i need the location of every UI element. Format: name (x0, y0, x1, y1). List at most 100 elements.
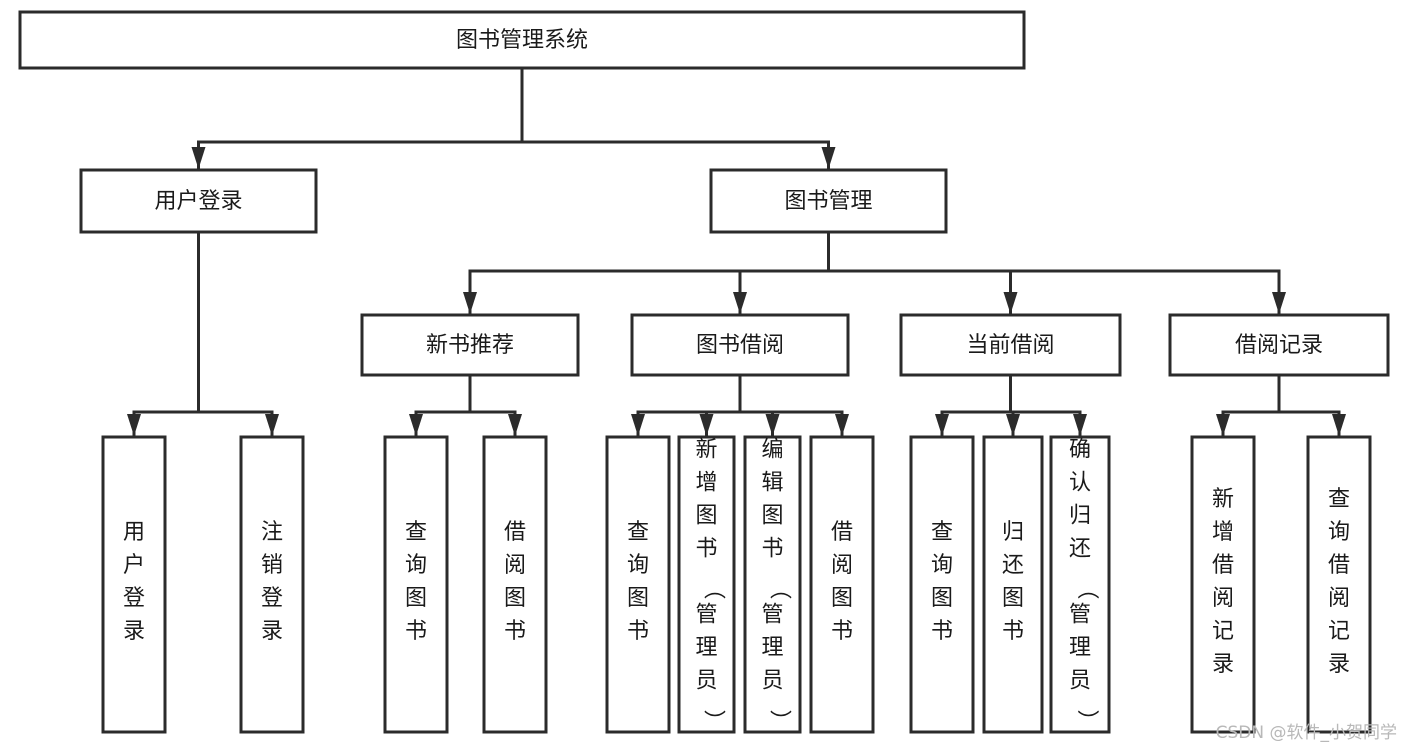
node-box-leaf[interactable] (482, 435, 548, 734)
node-box-level2[interactable] (79, 168, 318, 234)
node-label: 图书管理系统 (456, 28, 588, 53)
svg-text:理: 理 (1069, 636, 1091, 661)
svg-text:借: 借 (1212, 553, 1234, 578)
node-box-leaf[interactable] (809, 435, 875, 734)
node-new-book-rec[interactable]: 新书推荐 (360, 313, 580, 377)
svg-text:增: 增 (1212, 520, 1234, 545)
node-book-borrow[interactable]: 图书借阅 (630, 313, 850, 377)
node-box-leaf[interactable] (383, 435, 449, 734)
svg-text:）: ） (767, 709, 792, 731)
node-box-level2[interactable] (709, 168, 948, 234)
node-图书管理系统[interactable]: 图书管理系统 (18, 10, 1026, 70)
node-box-leaf[interactable] (743, 435, 802, 734)
arrow-head-icon (631, 414, 645, 436)
node-box-leaf[interactable] (982, 435, 1044, 734)
arrow-head-icon (463, 292, 477, 314)
svg-text:书: 书 (405, 619, 427, 644)
svg-text:（: （ (701, 577, 726, 599)
svg-text:）: ） (701, 709, 726, 731)
svg-text:图: 图 (504, 586, 526, 611)
svg-text:记: 记 (1328, 619, 1350, 644)
svg-text:书: 书 (504, 619, 526, 644)
node-box-level3[interactable] (360, 313, 580, 377)
arrow-head-icon (1006, 414, 1020, 436)
node-box-leaf[interactable] (605, 435, 671, 734)
node-box-leaf[interactable] (1049, 435, 1111, 734)
svg-text:图: 图 (831, 586, 853, 611)
svg-text:户: 户 (123, 553, 145, 578)
svg-text:图: 图 (1002, 586, 1024, 611)
node-box-root[interactable] (18, 10, 1026, 70)
node-borrow-record[interactable]: 借阅记录 (1168, 313, 1390, 377)
node-box-leaf[interactable] (1190, 435, 1256, 734)
arrow-head-icon (508, 414, 522, 436)
svg-text:阅: 阅 (831, 553, 853, 578)
node-box-level3[interactable] (630, 313, 850, 377)
node-label: 借阅记录 (1235, 333, 1323, 358)
svg-text:登: 登 (123, 586, 145, 611)
svg-text:辑: 辑 (761, 471, 783, 496)
node-book-manage[interactable]: 图书管理 (709, 168, 948, 234)
svg-text:管: 管 (761, 603, 783, 628)
node-box-level3[interactable] (899, 313, 1122, 377)
svg-text:认: 认 (1069, 471, 1091, 496)
svg-text:还: 还 (1002, 553, 1024, 578)
svg-text:（: （ (767, 577, 792, 599)
svg-text:归: 归 (1002, 520, 1024, 545)
svg-text:查: 查 (627, 520, 649, 545)
svg-text:查: 查 (405, 520, 427, 545)
node-label: 当前借阅 (966, 333, 1054, 358)
svg-text:增: 增 (695, 471, 717, 496)
svg-text:用: 用 (123, 520, 145, 545)
svg-text:理: 理 (695, 636, 717, 661)
svg-text:录: 录 (123, 619, 145, 644)
arrow-head-icon (935, 414, 949, 436)
svg-text:（: （ (1074, 577, 1099, 599)
arrow-head-icon (765, 414, 780, 436)
svg-text:登: 登 (261, 586, 283, 611)
node-box-leaf[interactable] (239, 435, 305, 734)
node-label: 图书借阅 (696, 333, 784, 358)
svg-text:员: 员 (761, 669, 783, 694)
node-user-login[interactable]: 用户登录 (79, 168, 318, 234)
arrow-head-icon (821, 147, 836, 169)
svg-text:借: 借 (831, 520, 853, 545)
node-box-leaf[interactable] (677, 435, 736, 734)
svg-text:编: 编 (761, 438, 783, 463)
node-box-leaf[interactable] (101, 435, 167, 734)
node-current-borrow[interactable]: 当前借阅 (899, 313, 1122, 377)
svg-text:借: 借 (504, 520, 526, 545)
node-box-leaf[interactable] (909, 435, 975, 734)
svg-text:新: 新 (1212, 487, 1234, 512)
node-box-leaf[interactable] (1306, 435, 1372, 734)
arrow-head-icon (409, 414, 423, 436)
svg-text:录: 录 (1212, 652, 1234, 677)
svg-text:书: 书 (695, 537, 717, 562)
node-box-level3[interactable] (1168, 313, 1390, 377)
svg-text:阅: 阅 (1212, 586, 1234, 611)
node-leaf-user-login[interactable]: 用户登录 (101, 435, 167, 734)
node-label: 图书管理 (784, 189, 872, 214)
svg-text:书: 书 (627, 619, 649, 644)
svg-text:图: 图 (761, 504, 783, 529)
